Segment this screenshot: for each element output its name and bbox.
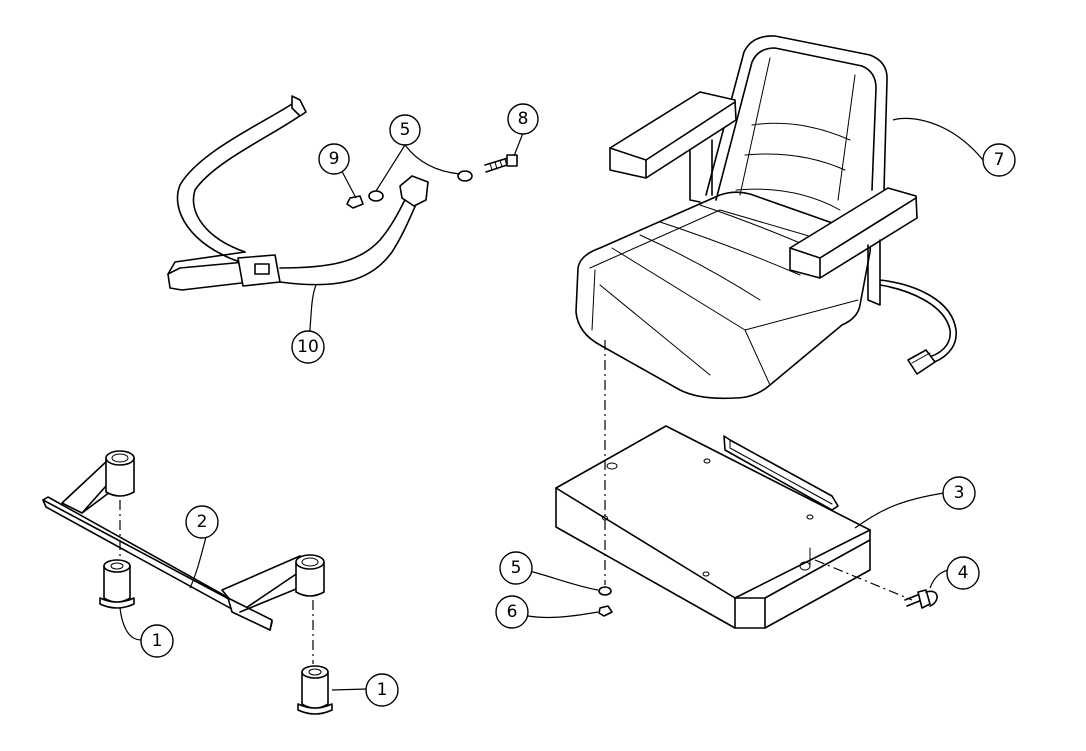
callout-6-label: 6 — [507, 602, 518, 622]
callout-4: 4 — [946, 556, 980, 590]
bolt-part-8 — [484, 154, 518, 173]
bushing-part-1-left — [99, 559, 135, 609]
callout-1-right-label: 1 — [377, 680, 388, 700]
washer-part-5-lower — [598, 586, 612, 596]
seat-assembly — [575, 35, 957, 400]
callout-10: 10 — [291, 330, 325, 364]
seat-plate — [555, 425, 871, 629]
callout-8-label: 8 — [518, 109, 529, 129]
callout-8: 8 — [507, 103, 539, 135]
callout-3-label: 3 — [954, 483, 965, 503]
nut-part-9 — [346, 195, 364, 209]
callout-3: 3 — [942, 476, 976, 510]
pin-part-4 — [904, 589, 938, 609]
washer-part-5-upper-left — [368, 190, 384, 202]
callout-7-label: 7 — [994, 150, 1005, 170]
callout-1-left-label: 1 — [152, 631, 163, 651]
callout-4-label: 4 — [958, 563, 969, 583]
callout-10-label: 10 — [297, 337, 319, 357]
callout-2: 2 — [185, 505, 219, 539]
callout-9-label: 9 — [329, 149, 340, 169]
callout-1-left: 1 — [140, 624, 174, 658]
callout-5-lower-label: 5 — [511, 558, 522, 578]
bushing-part-1-right — [297, 665, 333, 715]
callout-7: 7 — [982, 143, 1016, 177]
seat-belt — [167, 95, 429, 291]
alignment-line-pin — [814, 559, 913, 601]
callout-6: 6 — [495, 595, 529, 629]
callout-2-label: 2 — [197, 512, 208, 532]
nut-part-6 — [598, 605, 613, 617]
seat-bracket — [42, 450, 325, 631]
washer-part-5-upper-right — [457, 170, 473, 182]
callout-5-upper-label: 5 — [400, 120, 411, 140]
callout-1-right: 1 — [365, 673, 399, 707]
callout-5-lower: 5 — [499, 551, 533, 585]
callout-9: 9 — [318, 143, 350, 175]
callout-5-upper: 5 — [389, 114, 421, 146]
